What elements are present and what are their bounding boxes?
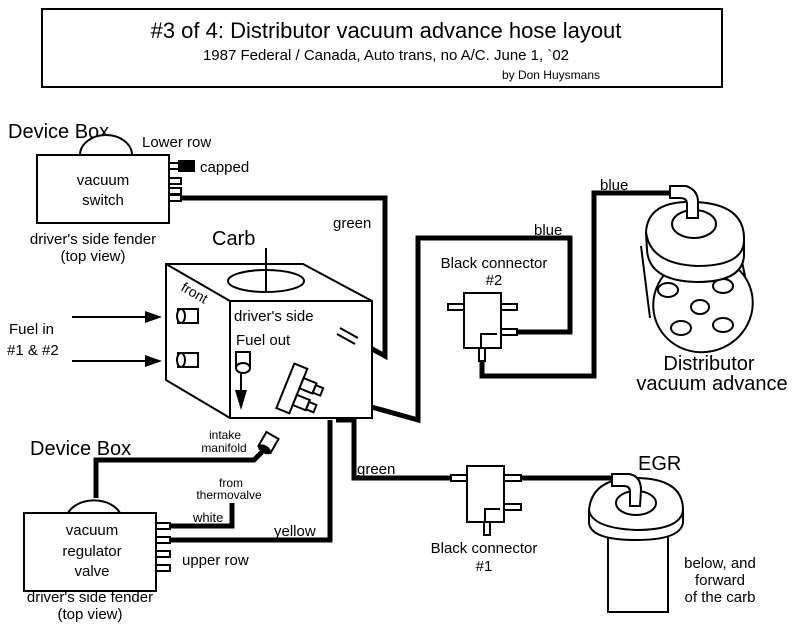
connector2-body (463, 292, 502, 349)
upper-row-label: upper row (182, 552, 249, 569)
intake-label-2: manifold (201, 441, 246, 455)
egr-note-3: of the carb (685, 589, 756, 606)
vacuum-regulator-box: Device Box vacuum regulator valve upper … (23, 438, 249, 623)
hose-label-blue-connector: blue (534, 222, 562, 239)
hose-label-green-egr: green (357, 461, 395, 478)
hose-blue-connector2 (317, 235, 573, 424)
intake-label-1: intake (209, 428, 241, 442)
carb-label: Carb (212, 228, 255, 250)
hose-label-blue-distributor: blue (600, 177, 628, 194)
egr-valve: EGR below, and forward of the carb (588, 453, 756, 613)
diagram-author: by Don Huysmans (502, 68, 600, 82)
regulator-name-2: regulator (62, 543, 121, 560)
switch-port-2 (168, 177, 182, 185)
device-dome-icon (79, 134, 133, 156)
connector2-label-2: #2 (486, 272, 503, 289)
thermovalve-label-2: thermovalve (196, 488, 262, 502)
egr-vacuum-nipple (611, 473, 643, 507)
carb-edges (165, 263, 372, 418)
distributor-label-1: Distributor (663, 353, 754, 375)
thermovalve-label-1: from (219, 476, 243, 490)
title-box: #3 of 4: Distributor vacuum advance hose… (41, 8, 723, 88)
vacuum-switch-body (36, 154, 170, 224)
fuel-in-label-1: Fuel in (9, 321, 54, 338)
diagram-subtitle: 1987 Federal / Canada, Auto trans, no A/… (203, 47, 569, 64)
diagram-title: #3 of 4: Distributor vacuum advance hose… (151, 18, 622, 43)
hose-yellow (170, 420, 333, 543)
vacuum-switch-box: Device Box vacuum switch Lower row cappe… (8, 121, 249, 265)
regulator-dome-icon (67, 499, 121, 514)
capped-label: capped (200, 159, 249, 176)
carb-side-nipple (336, 327, 359, 345)
connector1-label-1: Black connector (431, 540, 538, 557)
egr-label: EGR (638, 453, 681, 475)
connector2-label-1: Black connector (441, 255, 548, 272)
distributor-label-2: vacuum advance (636, 373, 787, 395)
egr-note-1: below, and (684, 555, 756, 572)
hose-white (170, 503, 235, 529)
egr-body (607, 529, 669, 613)
regulator-location-2: (top view) (57, 606, 122, 623)
fuel-out-end (235, 362, 251, 374)
regulator-heading: Device Box (30, 438, 131, 460)
hose-intake-manifold (93, 450, 264, 498)
regulator-name-3: valve (74, 563, 109, 580)
carb-side-label: driver's side (234, 308, 314, 325)
hose-green-egr (336, 417, 452, 481)
egr-note-2: forward (695, 572, 745, 589)
vacuum-switch-heading: Device Box (8, 121, 109, 143)
hose-label-yellow: yellow (274, 523, 316, 540)
regulator-location-1: driver's side fender (27, 589, 153, 606)
distributor-vacuum-advance: Distributor vacuum advance (636, 185, 788, 395)
hose-label-white: white (192, 510, 223, 525)
switch-port-4 (168, 194, 182, 202)
fuel-in-arrowhead-2-icon (145, 355, 162, 367)
connector1-label-2: #1 (476, 558, 493, 575)
distributor-vacuum-nipple (669, 185, 699, 219)
hose-blue-distributor (479, 190, 672, 379)
carb-body (165, 263, 373, 419)
regulator-body (23, 512, 157, 592)
lower-row-label: Lower row (142, 134, 211, 151)
vacuum-switch-name-2: switch (82, 192, 124, 209)
black-connector-1: Black connector #1 (431, 465, 538, 575)
fuel-in: Fuel in #1 & #2 (7, 311, 162, 367)
fuel-out-arrow-icon (235, 390, 247, 410)
switch-location-2: (top view) (60, 248, 125, 265)
title-frame (41, 8, 723, 88)
regulator-name-1: vacuum (66, 522, 119, 539)
capped-port-icon (178, 160, 195, 172)
fuel-inlet-1-end (176, 308, 186, 324)
vacuum-switch-name-1: vacuum (77, 172, 130, 189)
fuel-in-arrowhead-1-icon (145, 311, 162, 323)
carburetor: Carb front driver's side Fuel out (165, 228, 373, 419)
intake-manifold-fitting (257, 430, 280, 455)
fuel-out-label: Fuel out (236, 332, 291, 349)
fuel-inlet-2-end (176, 352, 186, 368)
hose-label-green-top: green (333, 215, 371, 232)
switch-location-1: driver's side fender (30, 231, 156, 248)
switch-port-3 (168, 187, 182, 195)
carb-vacuum-port-block (275, 362, 325, 415)
fuel-in-label-2: #1 & #2 (7, 342, 59, 359)
black-connector-2: Black connector #2 (441, 255, 548, 362)
